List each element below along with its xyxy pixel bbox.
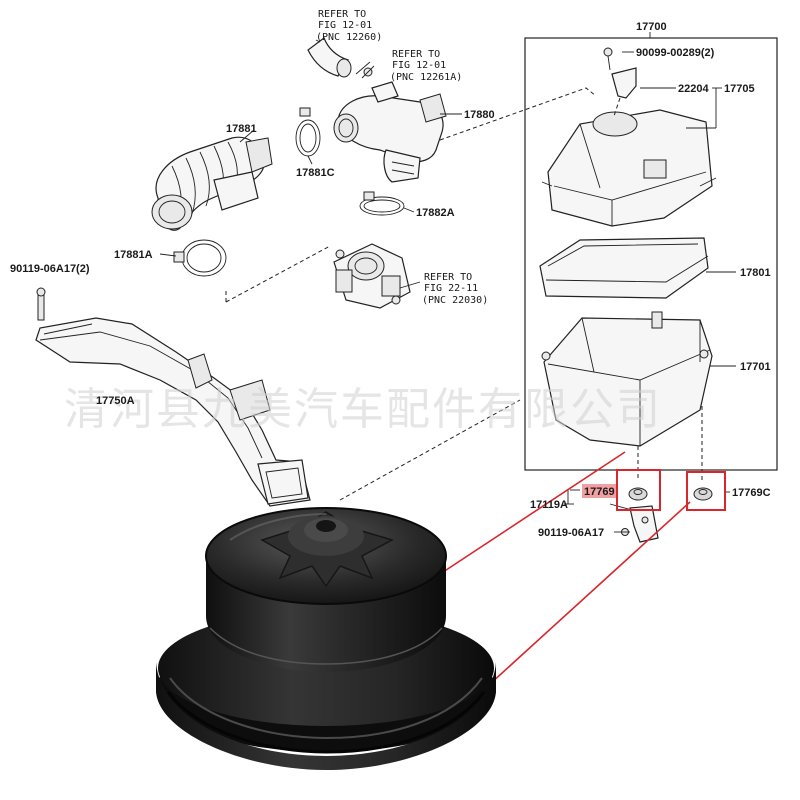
label-17700: 17700 [636, 21, 667, 33]
grommet-17769C-small [693, 487, 713, 501]
label-17881: 17881 [226, 123, 257, 135]
air-cleaner-case-17701 [541, 311, 713, 447]
refer-2-line-2: FIG 12-01 [392, 60, 446, 71]
refer-3-line-2: FIG 22-11 [424, 283, 478, 294]
label-22204: 22204 [678, 83, 709, 95]
refer-3-line-1: REFER TO [424, 272, 472, 283]
air-cleaner-cap [541, 109, 717, 227]
refer-3-line-3: (PNC 22030) [422, 295, 488, 306]
label-17769: 17769 [584, 486, 615, 498]
highlight-box-17769 [616, 469, 661, 511]
callout-line-2 [489, 501, 691, 685]
label-highlight-17769 [582, 484, 616, 498]
refer-2-line-3: (PNC 12261A) [390, 72, 462, 83]
rubber-grommet-photo [156, 507, 496, 770]
grommet-17769-small [628, 487, 648, 501]
label-17881C: 17881C [296, 167, 335, 179]
label-90119-06A17: 90119-06A17 [538, 527, 604, 539]
refer-1-line-1: REFER TO [318, 9, 366, 20]
label-17750A: 17750A [96, 395, 135, 407]
label-17119A: 17119A [530, 499, 568, 511]
leader-lines [159, 39, 736, 533]
inlet-pipe-top [307, 37, 352, 78]
label-90119-06A17-2: 90119-06A17(2) [10, 263, 90, 275]
hose-clamps [173, 107, 405, 277]
refer-1-line-2: FIG 12-01 [318, 20, 372, 31]
label-17801: 17801 [740, 267, 771, 279]
watermark-text: 清河县九美汽车配件有限公司 [64, 384, 662, 435]
label-17705: 17705 [724, 83, 755, 95]
throttle-body [333, 243, 411, 309]
dashed-guide-lines [225, 87, 703, 501]
label-17701: 17701 [740, 361, 771, 373]
label-17880: 17880 [464, 109, 495, 121]
resonator-17880 [333, 65, 447, 183]
label-17769C: 17769C [732, 487, 771, 499]
air-duct-17750A [35, 287, 311, 507]
part-labels: REFER TO FIG 12-01 (PNC 12260) REFER TO … [10, 9, 771, 539]
filter-element-17801 [539, 237, 709, 299]
refer-2-line-1: REFER TO [392, 49, 440, 60]
label-17881A: 17881A [114, 249, 153, 261]
sensor-22204 [603, 47, 637, 117]
refer-1-line-3: (PNC 12260) [316, 32, 382, 43]
label-90099-00289: 90099-00289(2) [636, 47, 715, 59]
intake-hose-17881 [151, 136, 273, 231]
label-17882A: 17882A [416, 207, 455, 219]
highlight-box-17769C [686, 471, 726, 511]
callout-line-1 [433, 451, 626, 579]
